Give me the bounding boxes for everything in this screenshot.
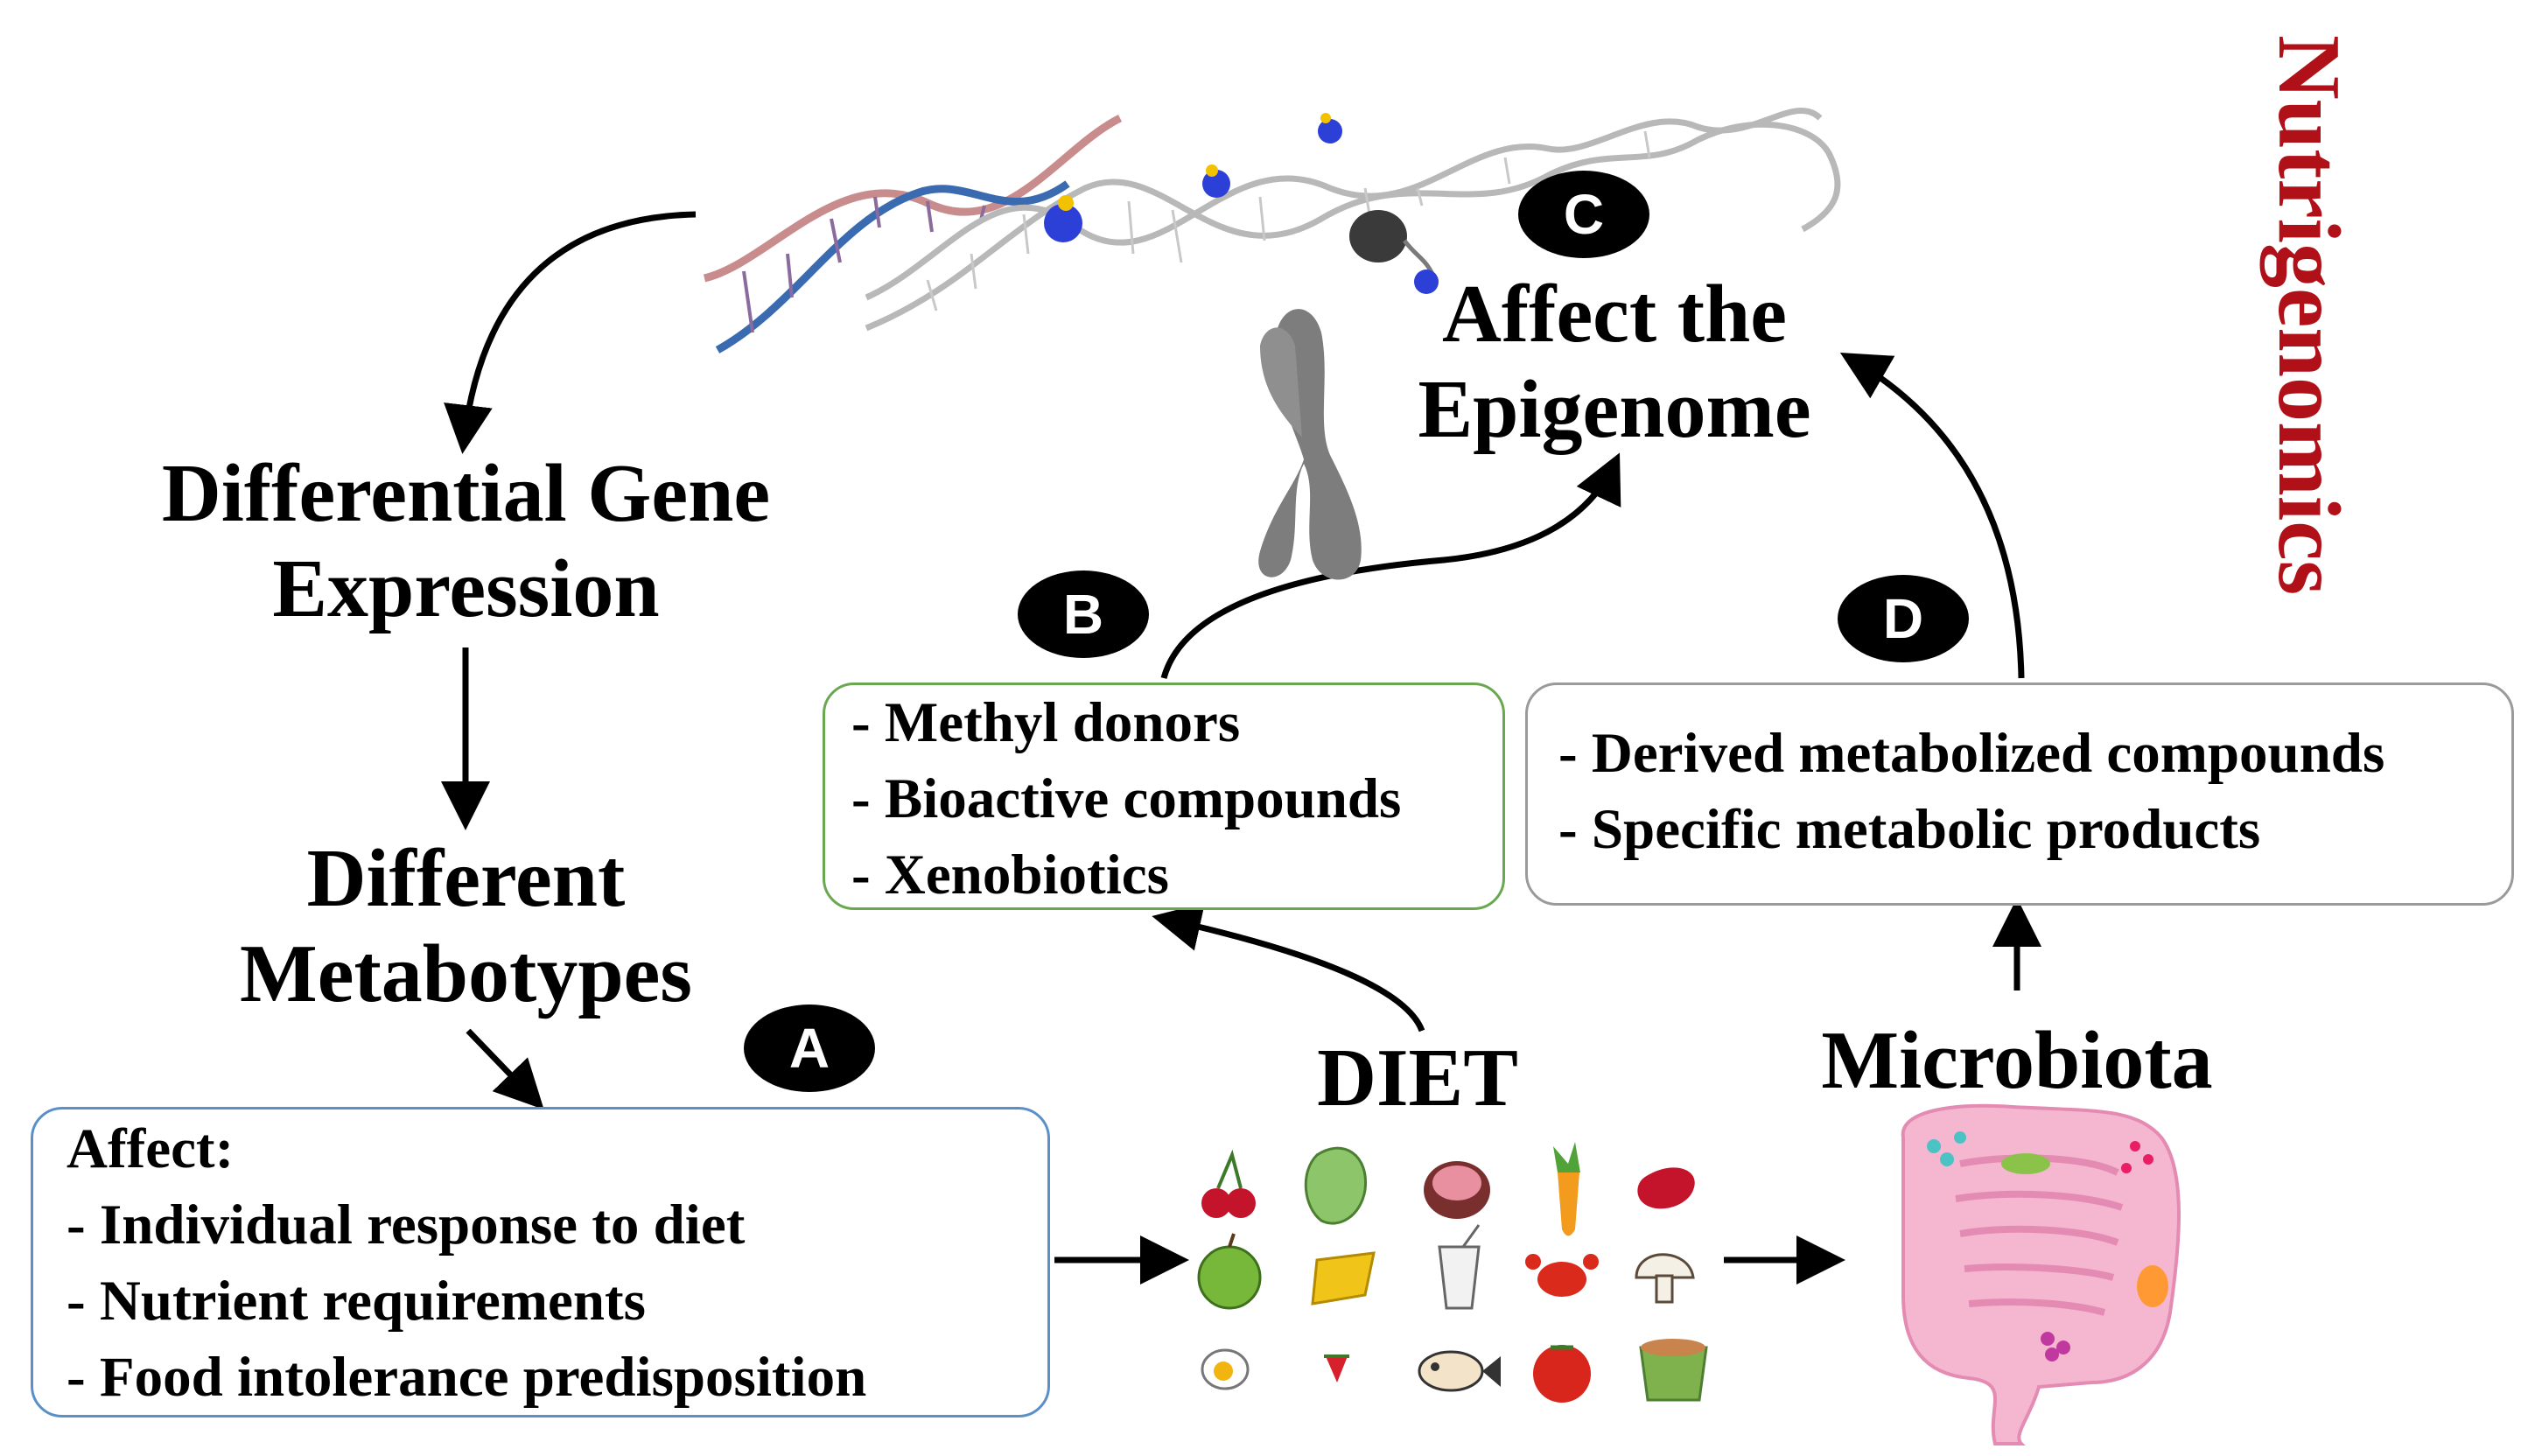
- arrow-metabotypes-to-box-a: [466, 1028, 544, 1110]
- box-b-line: - Bioactive compounds: [851, 767, 1402, 830]
- metabotypes-title: Different Metabotypes: [175, 831, 757, 1022]
- nutrigenomics-vertical-title: Nutrigenomics: [2258, 35, 2358, 665]
- box-a-line: - Individual response to diet: [67, 1194, 746, 1256]
- epigenome-title-line-1: Affect the: [1441, 269, 1788, 360]
- lettuce-icon: [1304, 1146, 1368, 1225]
- milk-glass-icon: [1438, 1224, 1481, 1310]
- mushroom-icon: [1635, 1253, 1695, 1304]
- badge-c: C: [1518, 171, 1649, 258]
- box-d-line: - Specific metabolic products: [1558, 798, 2261, 861]
- badge-a: A: [744, 1004, 875, 1092]
- box-a-line: Affect:: [67, 1117, 235, 1180]
- gene-expression-title: Differential Gene Expression: [123, 446, 809, 637]
- arrow-dna-to-gene-expression: [444, 211, 697, 454]
- chromosome-icon: [1258, 309, 1362, 580]
- ham-icon: [1424, 1161, 1490, 1219]
- carrot-icon: [1553, 1142, 1580, 1236]
- gene-expression-title-line-1: Differential Gene: [161, 448, 771, 539]
- cherry-icon: [1201, 1149, 1256, 1218]
- bean-icon: [1637, 1167, 1695, 1209]
- box-b-line: - Methyl donors: [851, 691, 1241, 754]
- cup-icon: [1639, 1339, 1708, 1402]
- box-a-line: - Nutrient requirements: [67, 1270, 646, 1333]
- nutrigenomics-vertical-text: Nutrigenomics: [2259, 35, 2358, 596]
- dna-helix-icon: [703, 107, 1841, 354]
- food-grid: [1197, 1142, 1708, 1403]
- box-b-line: - Xenobiotics: [851, 844, 1169, 906]
- tomato-icon: [1533, 1345, 1591, 1403]
- box-d-line: - Derived metabolized compounds: [1558, 722, 2385, 785]
- epigenome-title: Affect the Epigenome: [1383, 267, 1846, 458]
- diet-label: DIET: [1317, 1032, 1518, 1124]
- epigenome-title-line-2: Epigenome: [1418, 364, 1811, 456]
- arrow-box-b-to-epigenome: [1160, 452, 1621, 679]
- gene-expression-title-line-2: Expression: [272, 543, 660, 635]
- egg-icon: [1201, 1348, 1250, 1390]
- gut-microbiota-icon: [1901, 1103, 2181, 1446]
- box-b-compounds: - Methyl donors - Bioactive compounds - …: [823, 682, 1505, 910]
- box-d-metabolic-products: - Derived metabolized compounds - Specif…: [1525, 682, 2514, 906]
- box-a-affect: Affect: - Individual response to diet - …: [31, 1107, 1050, 1418]
- arrow-diet-to-box-b: [1152, 902, 1425, 1032]
- strawberry-icon: [1324, 1354, 1349, 1382]
- metabotypes-title-line-2: Metabotypes: [240, 928, 692, 1020]
- metabotypes-title-line-1: Different: [306, 833, 626, 924]
- fish-icon: [1418, 1350, 1501, 1392]
- crab-icon: [1525, 1254, 1599, 1297]
- arrow-box-d-to-epigenome: [1839, 352, 2025, 679]
- cheese-icon: [1311, 1251, 1376, 1306]
- badge-d: D: [1838, 575, 1969, 662]
- box-a-line: - Food intolerance predisposition: [67, 1346, 867, 1409]
- apple-icon: [1197, 1233, 1262, 1310]
- badge-b: B: [1018, 570, 1149, 658]
- microbiota-label: Microbiota: [1821, 1015, 2213, 1106]
